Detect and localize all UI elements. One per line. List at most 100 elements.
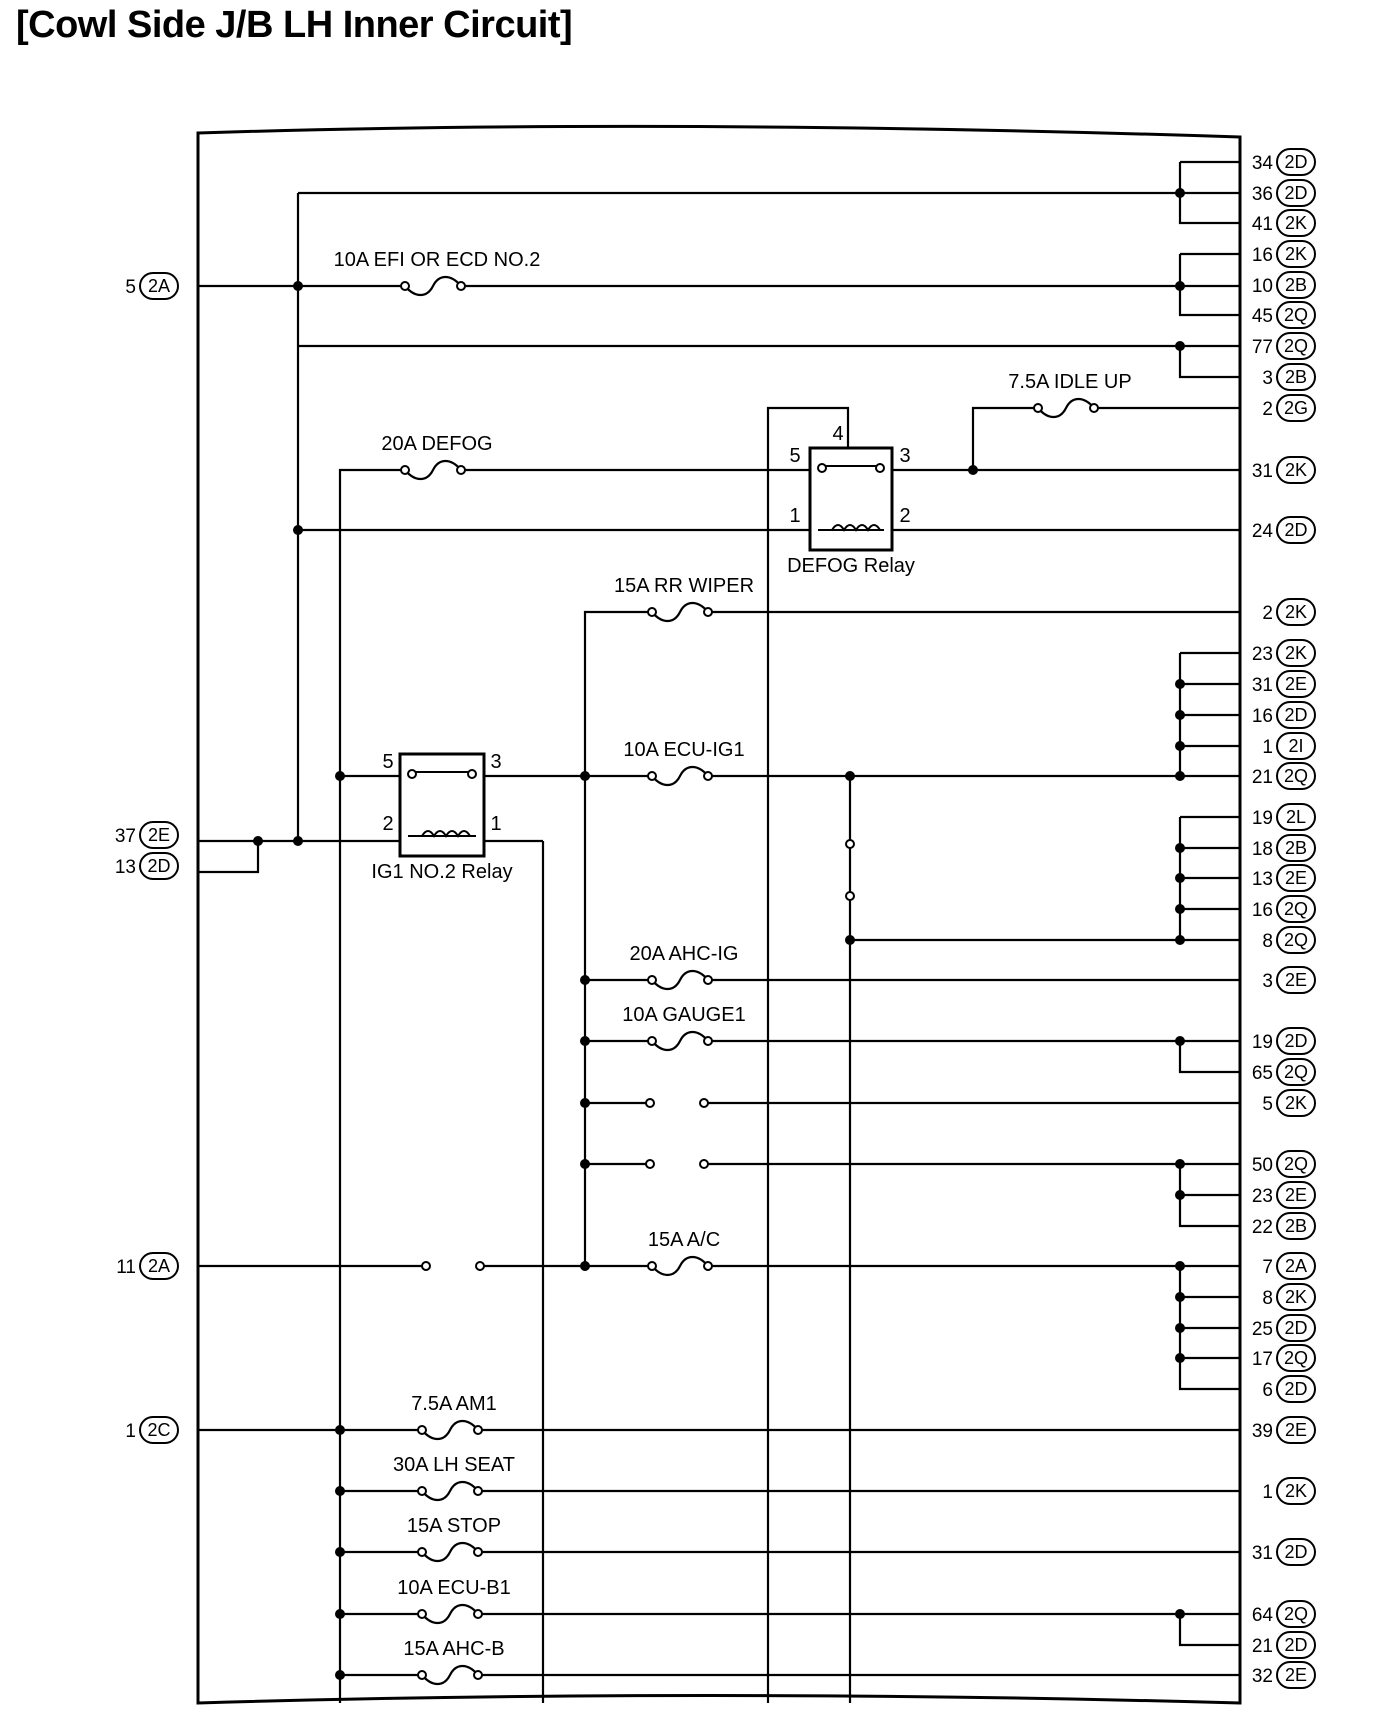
connector-pin: 65 (1252, 1063, 1273, 1084)
connector-box (1276, 1283, 1316, 1311)
connector-box (139, 852, 179, 880)
connector-pin: 13 (1252, 869, 1273, 890)
fuse-label: 7.5A AM1 (411, 1393, 497, 1415)
fuse-symbol (404, 275, 462, 297)
terminal (1089, 403, 1099, 413)
fuse-label: 15A A/C (648, 1229, 720, 1251)
connector-box (1276, 1538, 1316, 1566)
junction-dot (1175, 281, 1185, 291)
terminal (417, 1486, 427, 1496)
connector-box (1276, 1027, 1316, 1055)
connector-pin: 1 (125, 1421, 136, 1442)
terminal (703, 1036, 713, 1046)
connector-box (1276, 209, 1316, 237)
fuse-label: 10A EFI OR ECD NO.2 (334, 249, 541, 271)
junction-dot (580, 1159, 590, 1169)
connector-pin: 10 (1252, 276, 1273, 297)
connector-code: 2D (1284, 1031, 1307, 1051)
terminal (475, 1261, 485, 1271)
connector-pin: 2 (1262, 399, 1273, 420)
connector-pin: 45 (1252, 306, 1273, 327)
junction-dot (845, 771, 855, 781)
wire (338, 468, 810, 1703)
relay-pin-number: 2 (899, 505, 910, 527)
junction-dot (1175, 1609, 1185, 1619)
connector-box (1276, 864, 1316, 892)
junction-dot (580, 1098, 590, 1108)
terminal (1033, 403, 1043, 413)
junction-dot (335, 1425, 345, 1435)
junction-dot (1175, 1261, 1185, 1271)
junction-dot (293, 281, 303, 291)
terminal (647, 771, 657, 781)
relay-pin-number: 5 (382, 751, 393, 773)
connector-code: 2B (1285, 838, 1307, 858)
wire (583, 610, 1240, 1270)
connector-code: 2D (147, 856, 170, 876)
connector: 2I1 (1262, 732, 1316, 760)
fuse-symbol (404, 459, 462, 481)
junction-dot (335, 1486, 345, 1496)
connector-pin: 50 (1252, 1155, 1273, 1176)
junction-block-outline (196, 124, 1242, 1705)
terminal (417, 1547, 427, 1557)
connector-box (1276, 1058, 1316, 1086)
connector: 2K2 (1262, 598, 1316, 626)
fuse-label: 10A GAUGE1 (622, 1004, 745, 1026)
terminal (645, 1159, 655, 1169)
junction-dot (293, 525, 303, 535)
terminal (875, 463, 885, 473)
connector-box (1276, 1375, 1316, 1403)
connector-code: 2E (1285, 1420, 1307, 1440)
junction-dot (1175, 771, 1185, 781)
relay-pin-number: 5 (789, 445, 800, 467)
connector-code: 2E (1285, 868, 1307, 888)
relay-pin-number: 3 (490, 751, 501, 773)
connector-code: 2Q (1284, 336, 1308, 356)
connector-box (1276, 394, 1316, 422)
connector-box (1276, 966, 1316, 994)
terminal (400, 281, 410, 291)
wire (1178, 1041, 1240, 1074)
connector: 2D6 (1262, 1375, 1316, 1403)
junction-dot (1175, 741, 1185, 751)
connector-box (1276, 332, 1316, 360)
terminal (400, 465, 410, 475)
connector-pin: 3 (1262, 368, 1273, 389)
connector-box (1276, 1416, 1316, 1444)
connector-pin: 21 (1252, 1636, 1273, 1657)
terminal (417, 1609, 427, 1619)
terminal (473, 1486, 483, 1496)
connector-pin: 8 (1262, 1288, 1273, 1309)
connector-pin: 3 (1262, 971, 1273, 992)
wire (1178, 162, 1240, 225)
fuse-symbol (651, 1030, 709, 1052)
junction-dot (335, 771, 345, 781)
connector-box (1276, 1600, 1316, 1628)
connector-pin: 16 (1252, 245, 1273, 266)
terminal (473, 1670, 483, 1680)
fuse-label: 20A DEFOG (381, 433, 492, 455)
connector-box (1276, 363, 1316, 391)
relay-label: IG1 NO.2 Relay (371, 861, 512, 883)
connector-box (1276, 701, 1316, 729)
connector-box (1276, 271, 1316, 299)
connector: 2K1 (1262, 1477, 1316, 1505)
connector-pin: 13 (115, 857, 136, 878)
connector: 2A7 (1262, 1252, 1316, 1280)
terminal (845, 891, 855, 901)
connector-pin: 31 (1252, 461, 1273, 482)
diagram-title: [Cowl Side J/B LH Inner Circuit] (16, 4, 573, 46)
connector-code: 2B (1285, 275, 1307, 295)
